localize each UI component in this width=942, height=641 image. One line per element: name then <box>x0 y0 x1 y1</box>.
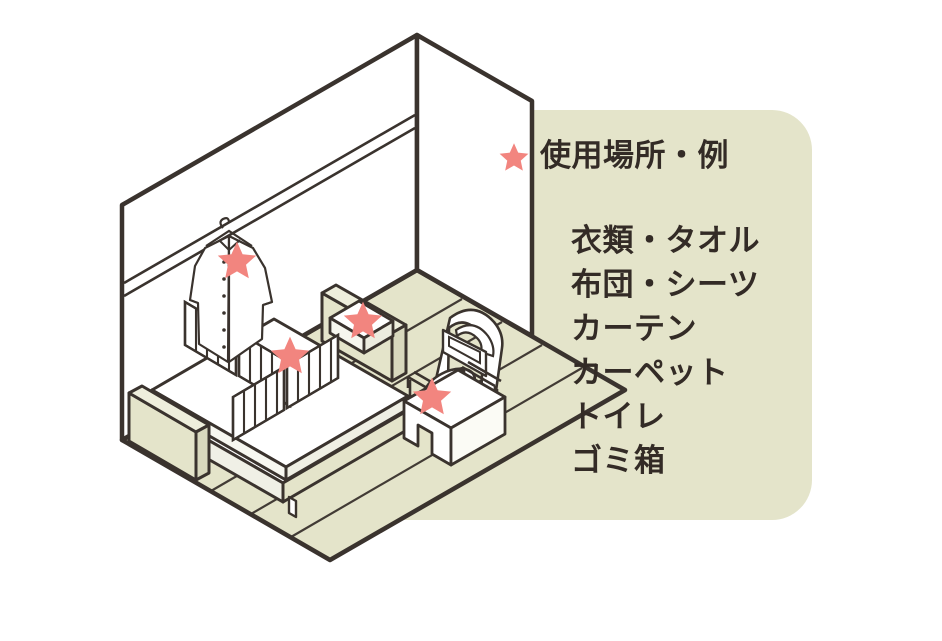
care-bed <box>127 283 414 519</box>
usage-panel-title-text: 使用場所・例 <box>540 138 729 174</box>
bed-siderail-front <box>231 332 340 443</box>
portable-toilet <box>402 308 507 467</box>
usage-panel-list: 衣類・タオル 布団・シーツ カーテン カーペット トイレ ゴミ箱 <box>571 219 831 483</box>
hanging-rail <box>123 113 416 298</box>
list-item: 布団・シーツ <box>571 267 760 303</box>
usage-panel-title: 使用場所・例 <box>499 141 729 172</box>
toilet-lid <box>441 328 488 378</box>
side-wall <box>414 32 535 339</box>
room-group <box>119 32 628 563</box>
list-item: カーテン <box>571 311 697 347</box>
star-icon <box>499 142 529 171</box>
list-item: カーペット <box>571 355 729 391</box>
bed-footboard <box>127 384 211 482</box>
list-item: トイレ <box>571 399 666 435</box>
list-item: 衣類・タオル <box>571 223 760 259</box>
list-item: ゴミ箱 <box>571 443 666 479</box>
toilet-base <box>402 368 507 467</box>
